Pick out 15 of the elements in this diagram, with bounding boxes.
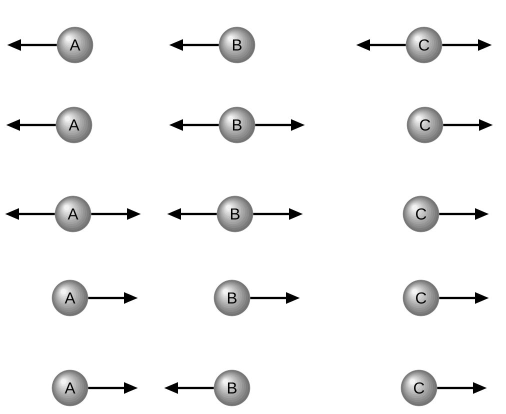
sphere: A bbox=[52, 370, 88, 406]
sphere: A bbox=[52, 280, 88, 316]
sphere: B bbox=[216, 196, 254, 232]
sphere: B bbox=[218, 106, 256, 144]
sphere: A bbox=[54, 196, 92, 232]
sphere: B bbox=[214, 370, 250, 406]
sphere: C bbox=[400, 370, 438, 406]
sphere: C bbox=[406, 106, 444, 144]
sphere: A bbox=[56, 26, 94, 64]
sphere: A bbox=[56, 106, 92, 144]
sphere: C bbox=[406, 26, 442, 64]
sphere: C bbox=[402, 280, 440, 316]
sphere: B bbox=[218, 26, 256, 64]
sphere: C bbox=[402, 196, 440, 232]
sphere: B bbox=[214, 280, 250, 316]
